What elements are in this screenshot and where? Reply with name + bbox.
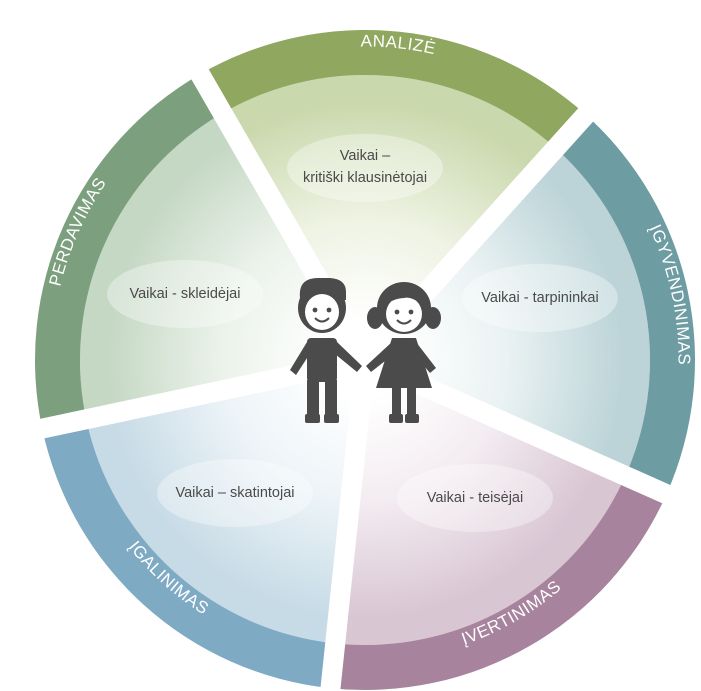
- segments-layer: Vaikai –kritiški klausinėtojaiANALIZĖVai…: [20, 29, 695, 691]
- label-highlight-oval: [107, 260, 263, 328]
- segment-role-label-igalinimas: Vaikai – skatintojai: [175, 485, 294, 501]
- segment-role-line: Vaikai - teisėjai: [427, 490, 523, 506]
- label-highlight-oval: [462, 264, 618, 332]
- boy-icon: [290, 278, 362, 423]
- segment-role-label-igyvendinimas: Vaikai - tarpininkai: [481, 290, 598, 306]
- girl-icon: [366, 282, 441, 423]
- segment-gap: [20, 358, 328, 443]
- label-highlight-oval: [157, 459, 313, 527]
- segment-gap: [384, 93, 607, 337]
- segment-inner-ivertinimas: [335, 360, 626, 645]
- label-highlight-oval: [287, 134, 443, 202]
- segment-inner-igalinimas: [86, 360, 365, 644]
- boy-and-girl-holding-hands-icon: [290, 278, 441, 423]
- segment-ring-igyvendinimas: [555, 114, 695, 495]
- segment-role-line: Vaikai - tarpininkai: [481, 290, 598, 306]
- segment-role-label-ivertinimas: Vaikai - teisėjai: [427, 490, 523, 506]
- segment-role-line: Vaikai –: [340, 148, 391, 164]
- segment-inner-analize: [222, 74, 556, 360]
- segment-ring-perdavimas: [35, 74, 223, 429]
- segment-ring-ivertinimas: [330, 475, 667, 690]
- segment-inner-igyvendinimas: [365, 148, 651, 476]
- segment-role-line: kritiški klausinėtojai: [303, 170, 427, 186]
- segment-inner-perdavimas: [80, 113, 365, 420]
- segment-role-label-analize: Vaikai – kritiški klausinėtojai: [303, 148, 427, 186]
- segment-gap: [320, 398, 371, 691]
- label-highlight-oval: [397, 464, 553, 532]
- segment-role-line: Vaikai - skleidėjai: [130, 286, 241, 302]
- segment-ring-igalinimas: [42, 419, 336, 689]
- segment-role-line: Vaikai – skatintojai: [175, 485, 294, 501]
- segment-role-label-perdavimas: Vaikai - skleidėjai: [130, 286, 241, 302]
- segment-gap: [397, 367, 689, 512]
- segment-ring-analize: [200, 29, 586, 149]
